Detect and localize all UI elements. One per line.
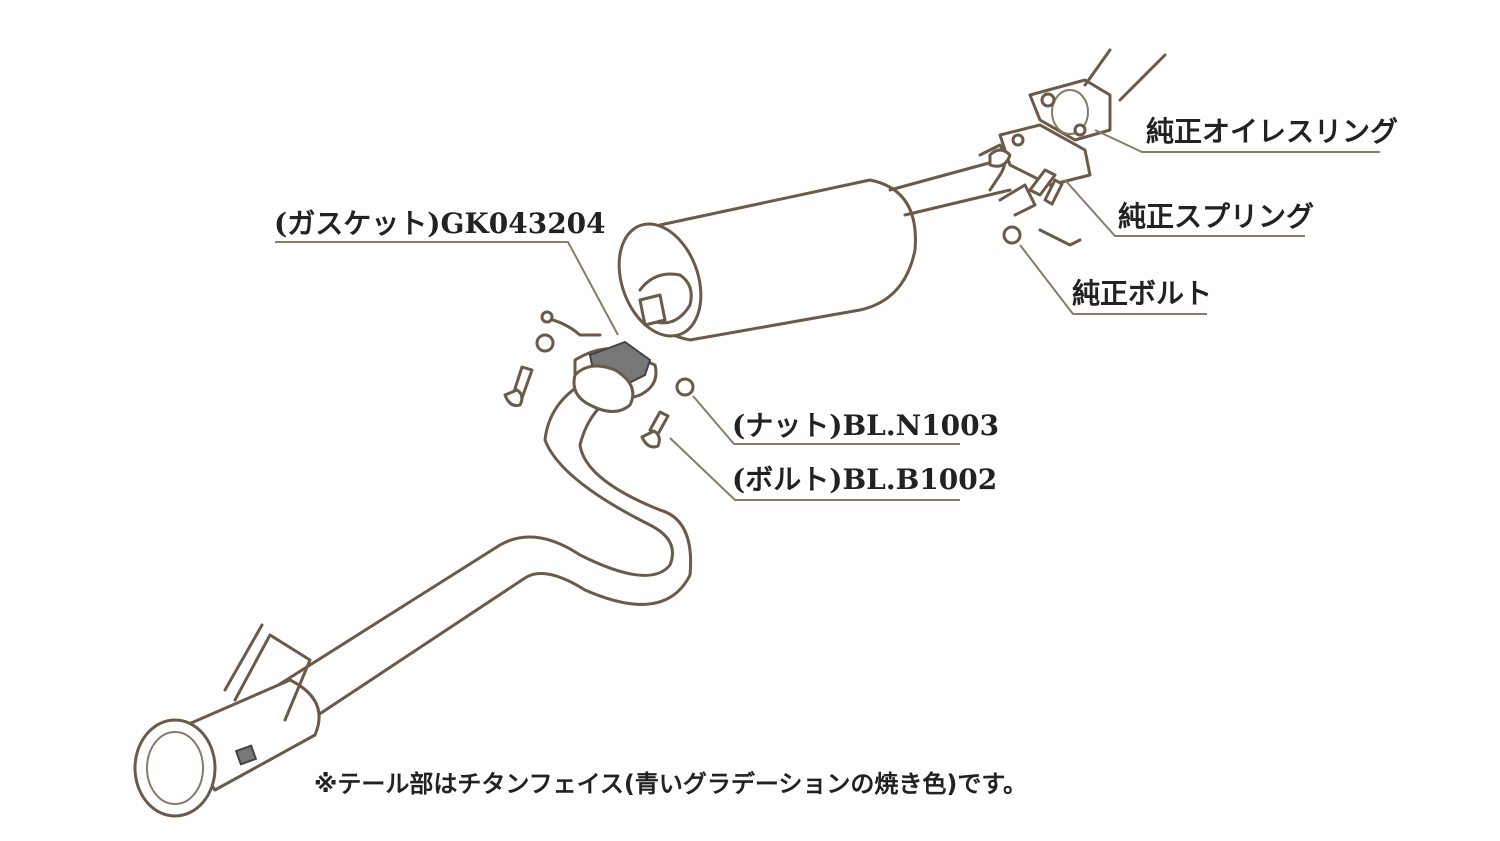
tail-pipe [213, 373, 693, 762]
tail-section [133, 623, 321, 818]
label-oil-ring: 純正オイレスリング [1146, 115, 1399, 148]
label-nut: (ナット)BL.N1003 [732, 409, 1000, 442]
leader-lines [275, 129, 1380, 501]
gasket-flange [540, 310, 658, 413]
label-spring: 純正スプリング [1118, 200, 1315, 233]
label-bolt-stock: 純正ボルト [1072, 277, 1213, 310]
label-gasket: (ガスケット)GK043204 [274, 207, 606, 240]
stock-flange [988, 48, 1167, 247]
flange-bolts [503, 333, 695, 449]
label-bolt: (ボルト)BL.B1002 [732, 463, 998, 496]
tail-note: ※テール部はチタンフェイス(青いグラデーションの焼き色)です。 [314, 770, 1027, 798]
muffler [617, 178, 917, 342]
